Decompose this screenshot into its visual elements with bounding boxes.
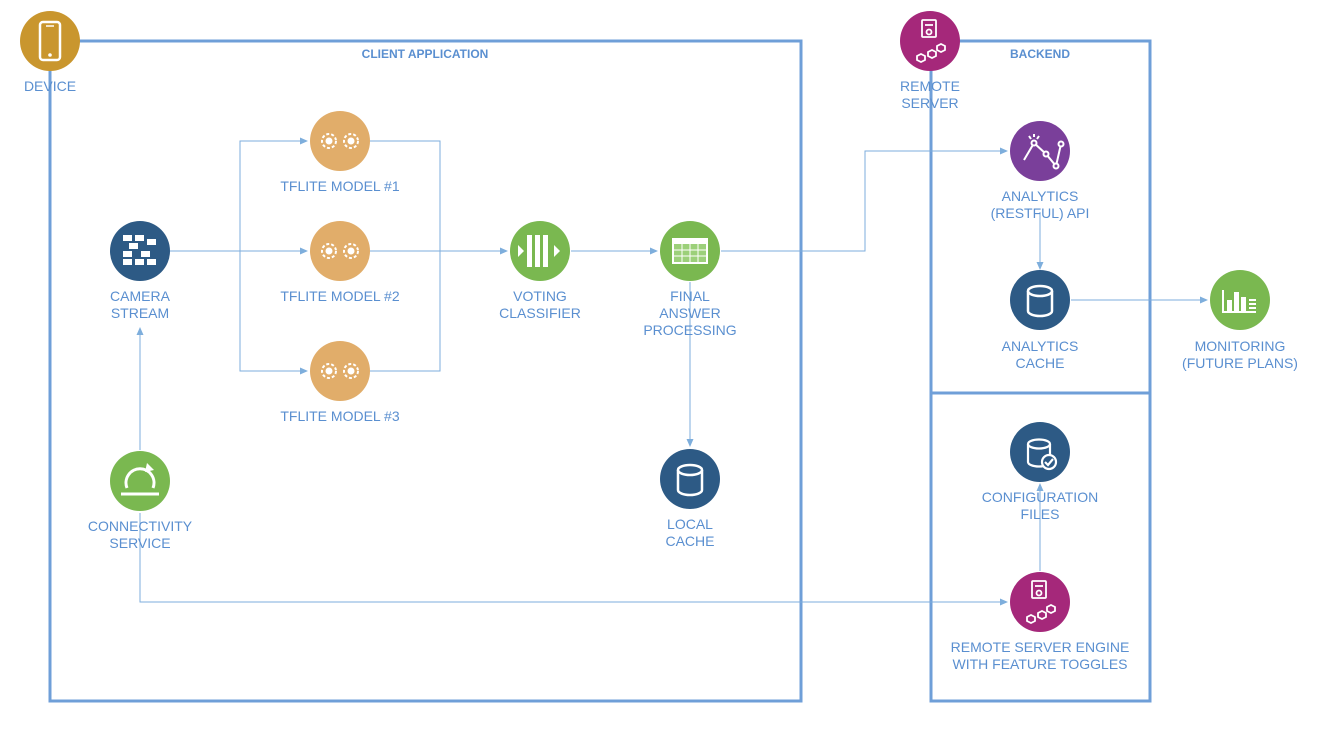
database-icon bbox=[1026, 284, 1054, 318]
edge-camera-model1 bbox=[170, 137, 308, 252]
local-cache-label-1: LOCAL bbox=[667, 516, 713, 532]
node-local-cache: LOCAL CACHE bbox=[660, 449, 720, 549]
node-tflite-model-1: TFLITE MODEL #1 bbox=[280, 111, 400, 194]
node-analytics-cache: ANALYTICS CACHE bbox=[1002, 270, 1079, 371]
edge-models-merge bbox=[370, 140, 441, 372]
model2-label: TFLITE MODEL #2 bbox=[280, 288, 400, 304]
node-camera-stream: CAMERA STREAM bbox=[110, 221, 171, 321]
node-device: DEVICE bbox=[20, 11, 80, 94]
bar-chart-icon bbox=[1222, 290, 1256, 313]
node-remote-server: REMOTE SERVER bbox=[900, 11, 960, 111]
gears-icon bbox=[321, 363, 359, 379]
analytics-cache-label-1: ANALYTICS bbox=[1002, 338, 1079, 354]
voting-label-2: CLASSIFIER bbox=[499, 305, 581, 321]
gears-icon bbox=[321, 133, 359, 149]
node-final-answer-processing: FINAL ANSWER PROCESSING bbox=[643, 221, 737, 338]
connectors bbox=[136, 137, 1208, 606]
client-application-title: CLIENT APPLICATION bbox=[362, 47, 489, 61]
node-remote-server-engine: REMOTE SERVER ENGINE WITH FEATURE TOGGLE… bbox=[951, 572, 1130, 672]
analytics-api-label-2: (RESTFUL) API bbox=[991, 205, 1090, 221]
config-files-label-1: CONFIGURATION bbox=[982, 489, 1098, 505]
backend-title: BACKEND bbox=[1010, 47, 1070, 61]
camera-label-2: STREAM bbox=[111, 305, 169, 321]
edge-camera-model3 bbox=[239, 251, 308, 375]
analytics-cache-label-2: CACHE bbox=[1015, 355, 1064, 371]
node-connectivity-service: CONNECTIVITY SERVICE bbox=[88, 451, 193, 551]
database-check-icon bbox=[1026, 438, 1058, 471]
line-chart-icon bbox=[1023, 134, 1065, 170]
remote-engine-box bbox=[929, 391, 1152, 703]
final-label-1: FINAL bbox=[670, 288, 710, 304]
client-application-box bbox=[48, 39, 803, 703]
refresh-cycle-icon bbox=[121, 463, 159, 496]
filter-bars-icon bbox=[518, 235, 560, 267]
edge-final-api bbox=[721, 147, 1008, 252]
node-monitoring: MONITORING (FUTURE PLANS) bbox=[1182, 270, 1298, 371]
remote-engine-label-2: WITH FEATURE TOGGLES bbox=[952, 656, 1127, 672]
node-tflite-model-3: TFLITE MODEL #3 bbox=[280, 341, 400, 424]
model3-label: TFLITE MODEL #3 bbox=[280, 408, 400, 424]
edge-connectivity-engine bbox=[139, 513, 1008, 606]
pixel-grid-icon bbox=[123, 235, 156, 265]
local-cache-label-2: CACHE bbox=[665, 533, 714, 549]
remote-engine-label-1: REMOTE SERVER ENGINE bbox=[951, 639, 1130, 655]
remote-server-label-1: REMOTE bbox=[900, 78, 960, 94]
gears-icon bbox=[321, 243, 359, 259]
device-label: DEVICE bbox=[24, 78, 76, 94]
final-label-3: PROCESSING bbox=[643, 322, 736, 338]
node-tflite-model-2: TFLITE MODEL #2 bbox=[280, 221, 400, 304]
certificate-network-icon bbox=[916, 19, 946, 64]
certificate-network-icon bbox=[1026, 580, 1056, 625]
node-analytics-api: ANALYTICS (RESTFUL) API bbox=[991, 121, 1090, 221]
config-files-label-2: FILES bbox=[1021, 506, 1060, 522]
monitoring-label-1: MONITORING bbox=[1195, 338, 1286, 354]
analytics-api-label-1: ANALYTICS bbox=[1002, 188, 1079, 204]
node-configuration-files: CONFIGURATION FILES bbox=[982, 422, 1098, 522]
node-voting-classifier: VOTING CLASSIFIER bbox=[499, 221, 581, 321]
camera-label-1: CAMERA bbox=[110, 288, 171, 304]
model1-label: TFLITE MODEL #1 bbox=[280, 178, 400, 194]
smartphone-icon bbox=[38, 20, 62, 62]
connectivity-label-1: CONNECTIVITY bbox=[88, 518, 193, 534]
monitoring-label-2: (FUTURE PLANS) bbox=[1182, 355, 1298, 371]
table-grid-icon bbox=[672, 238, 708, 264]
remote-server-label-2: SERVER bbox=[901, 95, 958, 111]
connectivity-label-2: SERVICE bbox=[109, 535, 170, 551]
database-icon bbox=[676, 463, 704, 497]
voting-label-1: VOTING bbox=[513, 288, 567, 304]
final-label-2: ANSWER bbox=[659, 305, 720, 321]
